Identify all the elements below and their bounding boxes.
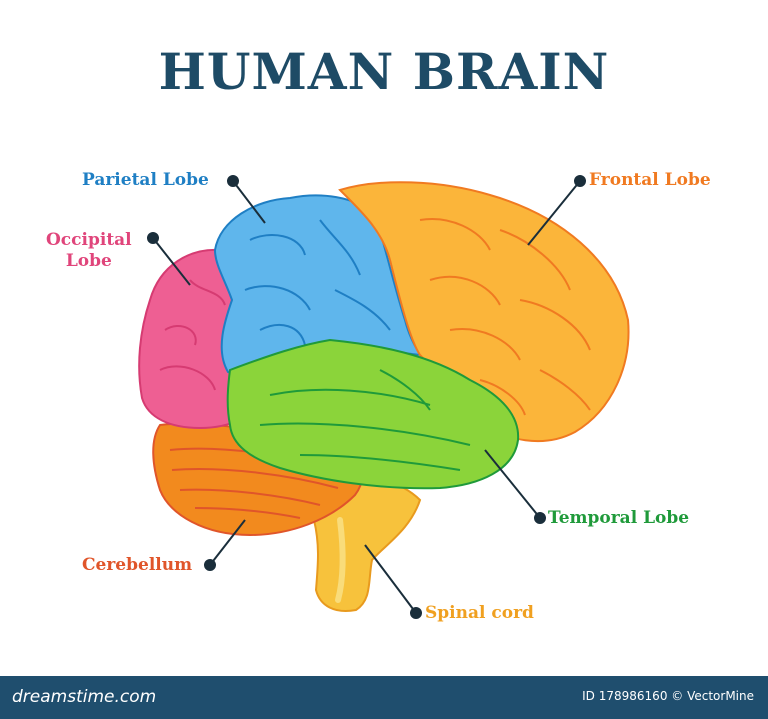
- spinal-cord-label: Spinal cord: [425, 603, 534, 623]
- page-title: HUMAN BRAIN: [158, 42, 610, 101]
- cerebellum-label: Cerebellum: [82, 555, 193, 575]
- parietal-lobe-label: Parietal Lobe: [82, 170, 209, 190]
- occipital-label-line1: Occipital: [46, 230, 132, 250]
- occipital-lobe-label: Occipital Lobe: [46, 230, 132, 272]
- footer-id-text: ID 178986160 © VectorMine: [582, 689, 754, 703]
- occipital-label-line2: Lobe: [65, 251, 112, 271]
- frontal-lobe-label: Frontal Lobe: [589, 170, 711, 190]
- pointer-lines: [147, 175, 586, 619]
- temporal-lobe-label: Temporal Lobe: [548, 508, 690, 528]
- watermark-footer-bar: dreamstime.com ID 178986160 © VectorMine: [0, 676, 768, 719]
- footer-site-text: dreamstime.com: [12, 687, 157, 707]
- temporal-lobe-shape: [226, 338, 520, 490]
- frontal-lobe-shape: [338, 181, 630, 443]
